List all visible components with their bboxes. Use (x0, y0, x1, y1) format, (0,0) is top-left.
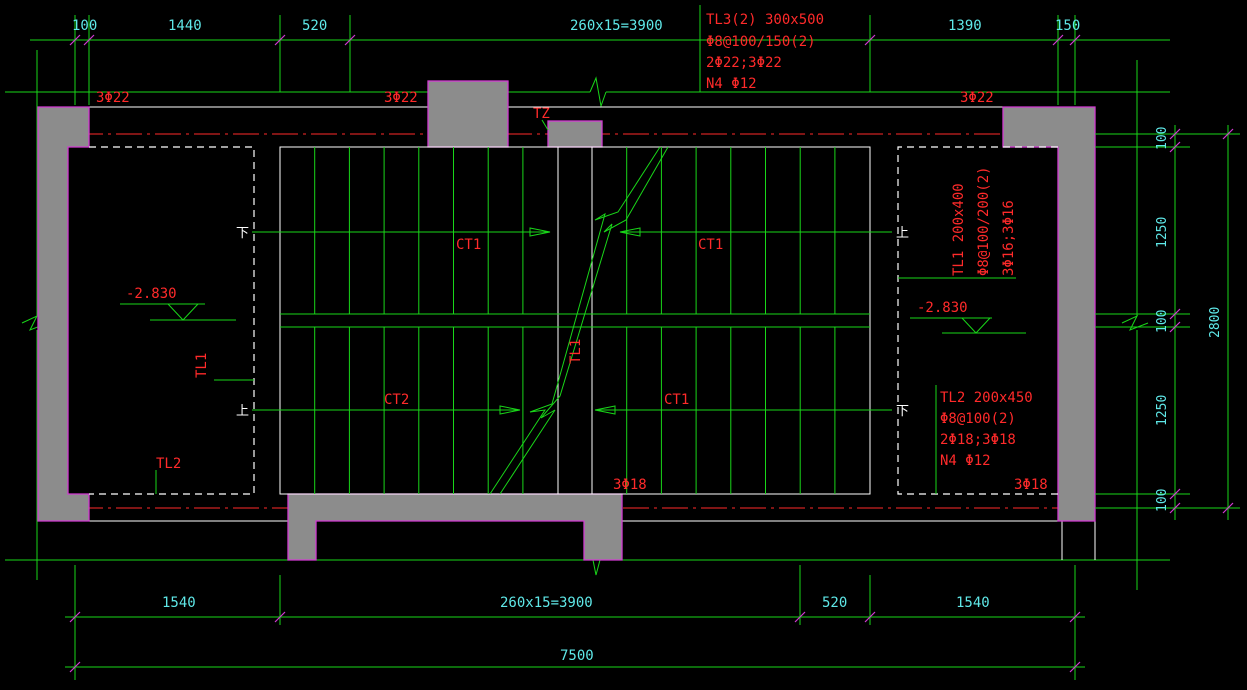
tl3-line-2: Φ8@100/150(2) (706, 34, 816, 50)
right-dim-100-mid: 100 (1155, 310, 1170, 333)
rebar-top-left: 3Φ22 (96, 90, 130, 106)
level-symbol-left: -2.830 (120, 286, 236, 321)
tl3-line-3: 2Φ22;3Φ22 (706, 55, 782, 71)
section-break-line (489, 146, 669, 495)
tz-label: TZ (533, 106, 550, 122)
down-mark-left: 下 (236, 226, 249, 241)
level-symbol-right: -2.830 (910, 300, 1026, 334)
rebar-bottom-mid: 3Φ18 (613, 477, 647, 493)
right-dim-1250-bottom: 1250 (1155, 395, 1170, 426)
top-dim-520: 520 (302, 18, 327, 34)
right-wall-section (1002, 106, 1096, 522)
level-left-text: -2.830 (126, 286, 177, 302)
level-right-text: -2.830 (917, 300, 968, 316)
bottom-dim-520: 520 (822, 595, 847, 611)
bottom-dimension-chain: 1540 260x15=3900 520 1540 7500 (65, 565, 1085, 680)
axis-lines (5, 50, 1170, 590)
rebar-top-mid: 3Φ22 (384, 90, 418, 106)
tl2-left-label: TL2 (156, 456, 181, 472)
bottom-dim-1540-right: 1540 (956, 595, 990, 611)
ct1-top-left-label: CT1 (456, 237, 481, 253)
rebar-annotations: 3Φ22 3Φ22 3Φ22 3Φ18 3Φ18 (96, 90, 1048, 493)
walking-lines (252, 227, 892, 415)
ct2-label: CT2 (384, 392, 409, 408)
ct1-top-right-label: CT1 (698, 237, 723, 253)
rebar-top-right: 3Φ22 (960, 90, 994, 106)
hidden-beam-outlines (89, 146, 1058, 495)
ct1-bottom-right-label: CT1 (664, 392, 689, 408)
top-dim-100: 100 (72, 18, 97, 34)
tl1-line-2: Φ8@100/200(2) (976, 166, 992, 276)
overall-dim: 7500 (560, 648, 594, 664)
tl3-line-4: N4 Φ12 (706, 76, 757, 92)
tl1-center-label: TL1 (568, 339, 584, 364)
top-dim-flight: 260x15=3900 (570, 18, 663, 34)
column-section-top (427, 80, 509, 148)
tl1-line-1: TL1 200x400 (951, 183, 967, 276)
beam-annotation-tl3: TL3(2) 300x500 Φ8@100/150(2) 2Φ22;3Φ22 N… (706, 12, 824, 92)
member-labels: TZ CT1 CT1 CT2 CT1 TL1 TL2 TL1 (156, 106, 723, 472)
bottom-dim-1540-left: 1540 (162, 595, 196, 611)
right-dim-total: 2800 (1208, 307, 1223, 338)
tl3-line-1: TL3(2) 300x500 (706, 12, 824, 28)
down-mark-right: 下 (896, 404, 909, 419)
rebar-bottom-right: 3Φ18 (1014, 477, 1048, 493)
concrete-sections (37, 80, 1096, 561)
tl2-line-2: Φ8@100(2) (940, 411, 1016, 427)
top-dim-1440: 1440 (168, 18, 202, 34)
stair-direction-marks: 下 上 上 下 (236, 226, 909, 419)
tl2-line-3: 2Φ18;3Φ18 (940, 432, 1016, 448)
top-dim-150: 150 (1055, 18, 1080, 34)
bottom-beam-section (287, 493, 623, 561)
right-dim-100-top: 100 (1155, 127, 1170, 150)
tl1-left-label: TL1 (194, 353, 210, 378)
tz-column-section (547, 120, 603, 148)
tl1-line-3: 3Φ16;3Φ16 (1001, 200, 1017, 276)
left-wall-section (37, 106, 90, 522)
up-mark-left: 上 (236, 404, 249, 419)
right-dimension-chain: 100 1250 100 1250 100 2800 (1095, 125, 1240, 520)
top-dim-1390: 1390 (948, 18, 982, 34)
tl2-line-1: TL2 200x450 (940, 390, 1033, 406)
bottom-dim-flight: 260x15=3900 (500, 595, 593, 611)
right-dim-1250-top: 1250 (1155, 217, 1170, 248)
leader-lines (155, 5, 1016, 494)
top-dimension-chain: 100 1440 520 260x15=3900 1390 150 (30, 5, 1170, 105)
beam-annotation-tl2: TL2 200x450 Φ8@100(2) 2Φ18;3Φ18 N4 Φ12 (940, 390, 1033, 469)
tl2-line-4: N4 Φ12 (940, 453, 991, 469)
beam-annotation-tl1: TL1 200x400 Φ8@100/200(2) 3Φ16;3Φ16 (951, 166, 1017, 276)
right-dim-100-bottom: 100 (1155, 489, 1170, 512)
up-mark-right: 上 (896, 226, 909, 241)
